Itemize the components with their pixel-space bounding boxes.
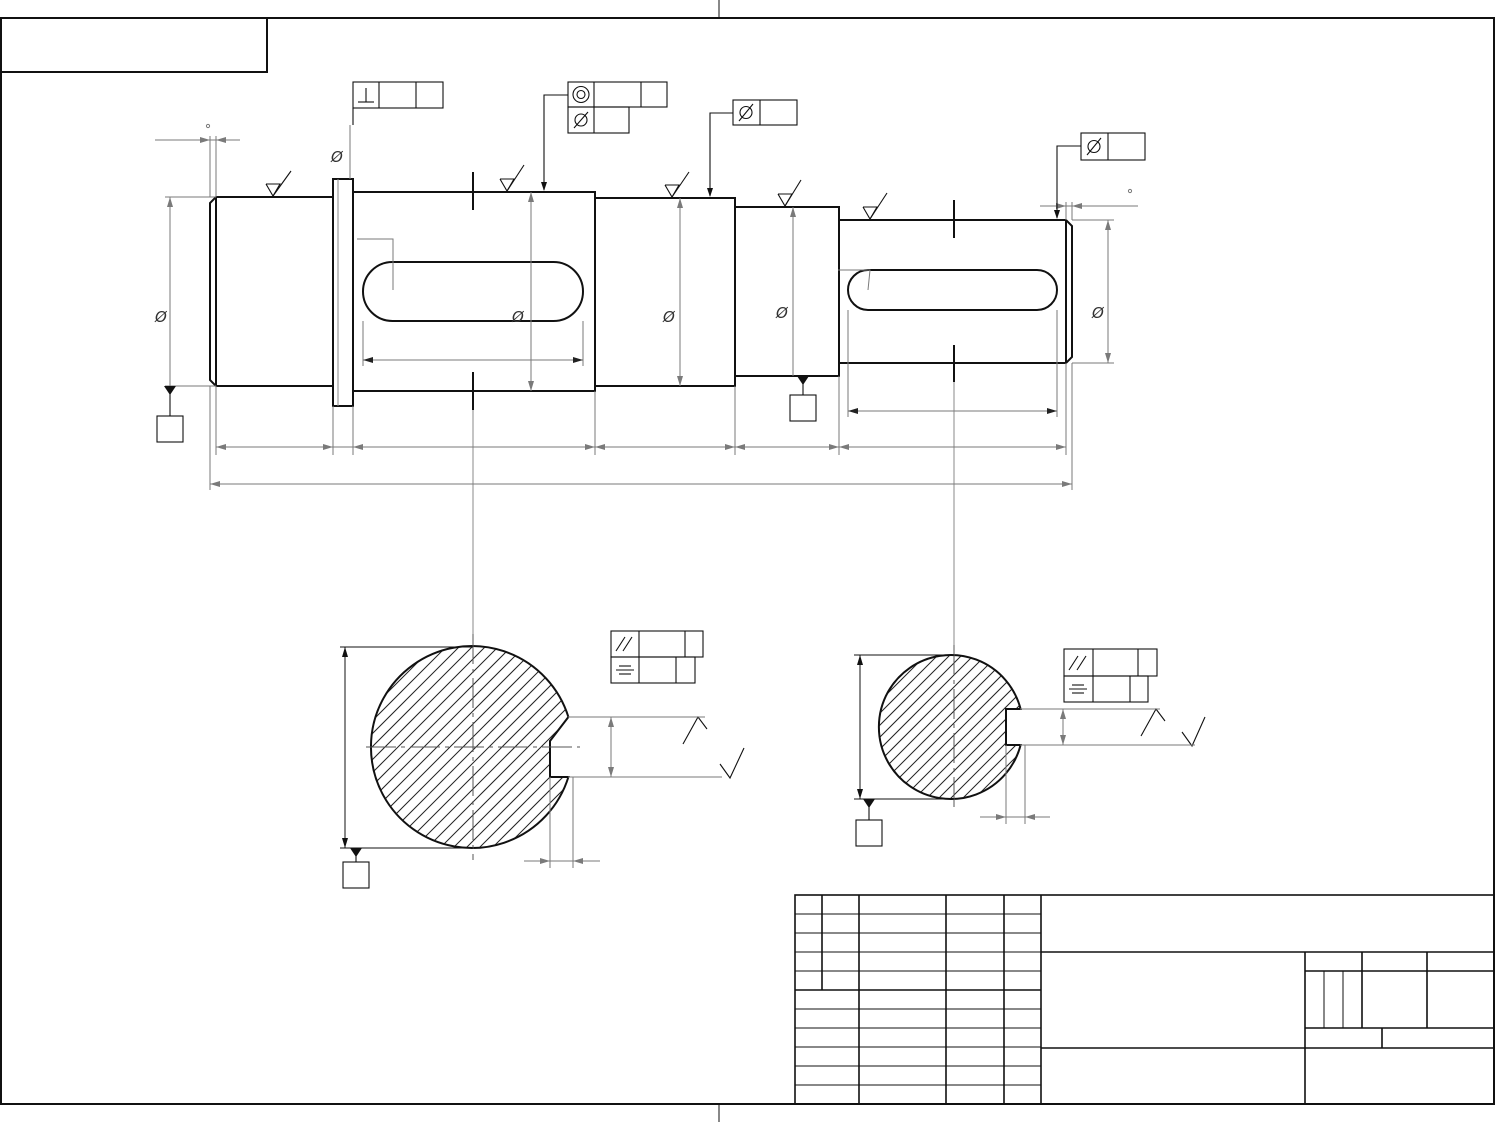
keyway-large (362, 261, 584, 322)
hatch-line (948, 655, 1021, 800)
hatch-line (1008, 655, 1021, 800)
hatch-line (996, 655, 1021, 800)
hatch-line (370, 646, 384, 849)
hatch-line (878, 655, 1001, 800)
hatch-line (567, 646, 569, 849)
datum-box-left (156, 415, 184, 443)
datum-box-step (789, 394, 817, 422)
hatch-line (960, 655, 1021, 800)
parallelism-icon (615, 636, 633, 652)
hatch-line (900, 655, 1021, 800)
concentricity-frame (541, 81, 668, 191)
diameter-symbol-main: Ø (511, 308, 525, 326)
hatch-line (370, 646, 501, 849)
hatch-line (878, 655, 1021, 800)
parallelism-symmetry-frame-b (1063, 648, 1158, 703)
parallelism-icon (1068, 655, 1087, 671)
hatch-line (878, 655, 989, 800)
diameter-symbol-collar: Ø (330, 148, 344, 166)
drawing-number-box (0, 17, 268, 73)
keyway-small (847, 269, 1058, 311)
title-block (794, 894, 1495, 1105)
hatch-line (878, 655, 917, 800)
hatch-line (936, 655, 1021, 800)
hatch-line (502, 646, 569, 849)
diameter-symbol-right: Ø (1091, 304, 1105, 322)
diameter-symbol-left: Ø (154, 308, 168, 326)
hatch-line (370, 646, 436, 849)
hatch-line (912, 655, 1021, 800)
hatch-line (878, 655, 929, 800)
hatch-line (489, 646, 569, 849)
parallelism-symmetry-frame-a (610, 630, 704, 684)
symmetry-icon (616, 665, 634, 675)
hatch-line (888, 655, 1021, 800)
perpendicularity-frame (352, 81, 444, 125)
section-view-b (854, 645, 1195, 824)
hatch-line (878, 655, 977, 800)
shaft-main-view (209, 172, 1073, 660)
hatch-line (972, 655, 1021, 800)
hatch-line (476, 646, 569, 849)
concentricity-icon (572, 85, 590, 104)
hatch-line (554, 646, 569, 849)
hatch-line (165, 645, 370, 850)
circular-runout-icon (1086, 137, 1102, 156)
symmetry-icon (1069, 684, 1087, 694)
hatch-line (370, 646, 397, 849)
hatch-line (878, 655, 881, 800)
runout-frame-middle (707, 99, 798, 197)
hatch-line (878, 655, 953, 800)
hatch-line (878, 655, 893, 800)
datum-symbols (156, 376, 883, 889)
runout-frame-right (1054, 132, 1146, 219)
datum-box-section-b (855, 819, 883, 847)
hatch-line (878, 655, 1013, 800)
circular-runout-icon (573, 111, 589, 129)
circular-runout-icon (738, 103, 754, 122)
hatch-line (924, 655, 1021, 800)
hatch-line (370, 646, 462, 849)
hatch-line (878, 655, 965, 800)
hatch-line (878, 655, 905, 800)
dimension-lines: Ø Ø Ø Ø Ø Ø (154, 123, 1138, 490)
hatch-line (984, 655, 1021, 800)
diameter-symbol-step: Ø (775, 304, 789, 322)
diameter-symbol-middle: Ø (662, 308, 676, 326)
section-view-a (165, 634, 722, 868)
geometric-tolerance-frames (352, 81, 1158, 703)
hatch-line (878, 655, 941, 800)
hatch-line (370, 646, 449, 849)
hatch-line (437, 646, 569, 849)
datum-box-section-a (342, 861, 370, 889)
